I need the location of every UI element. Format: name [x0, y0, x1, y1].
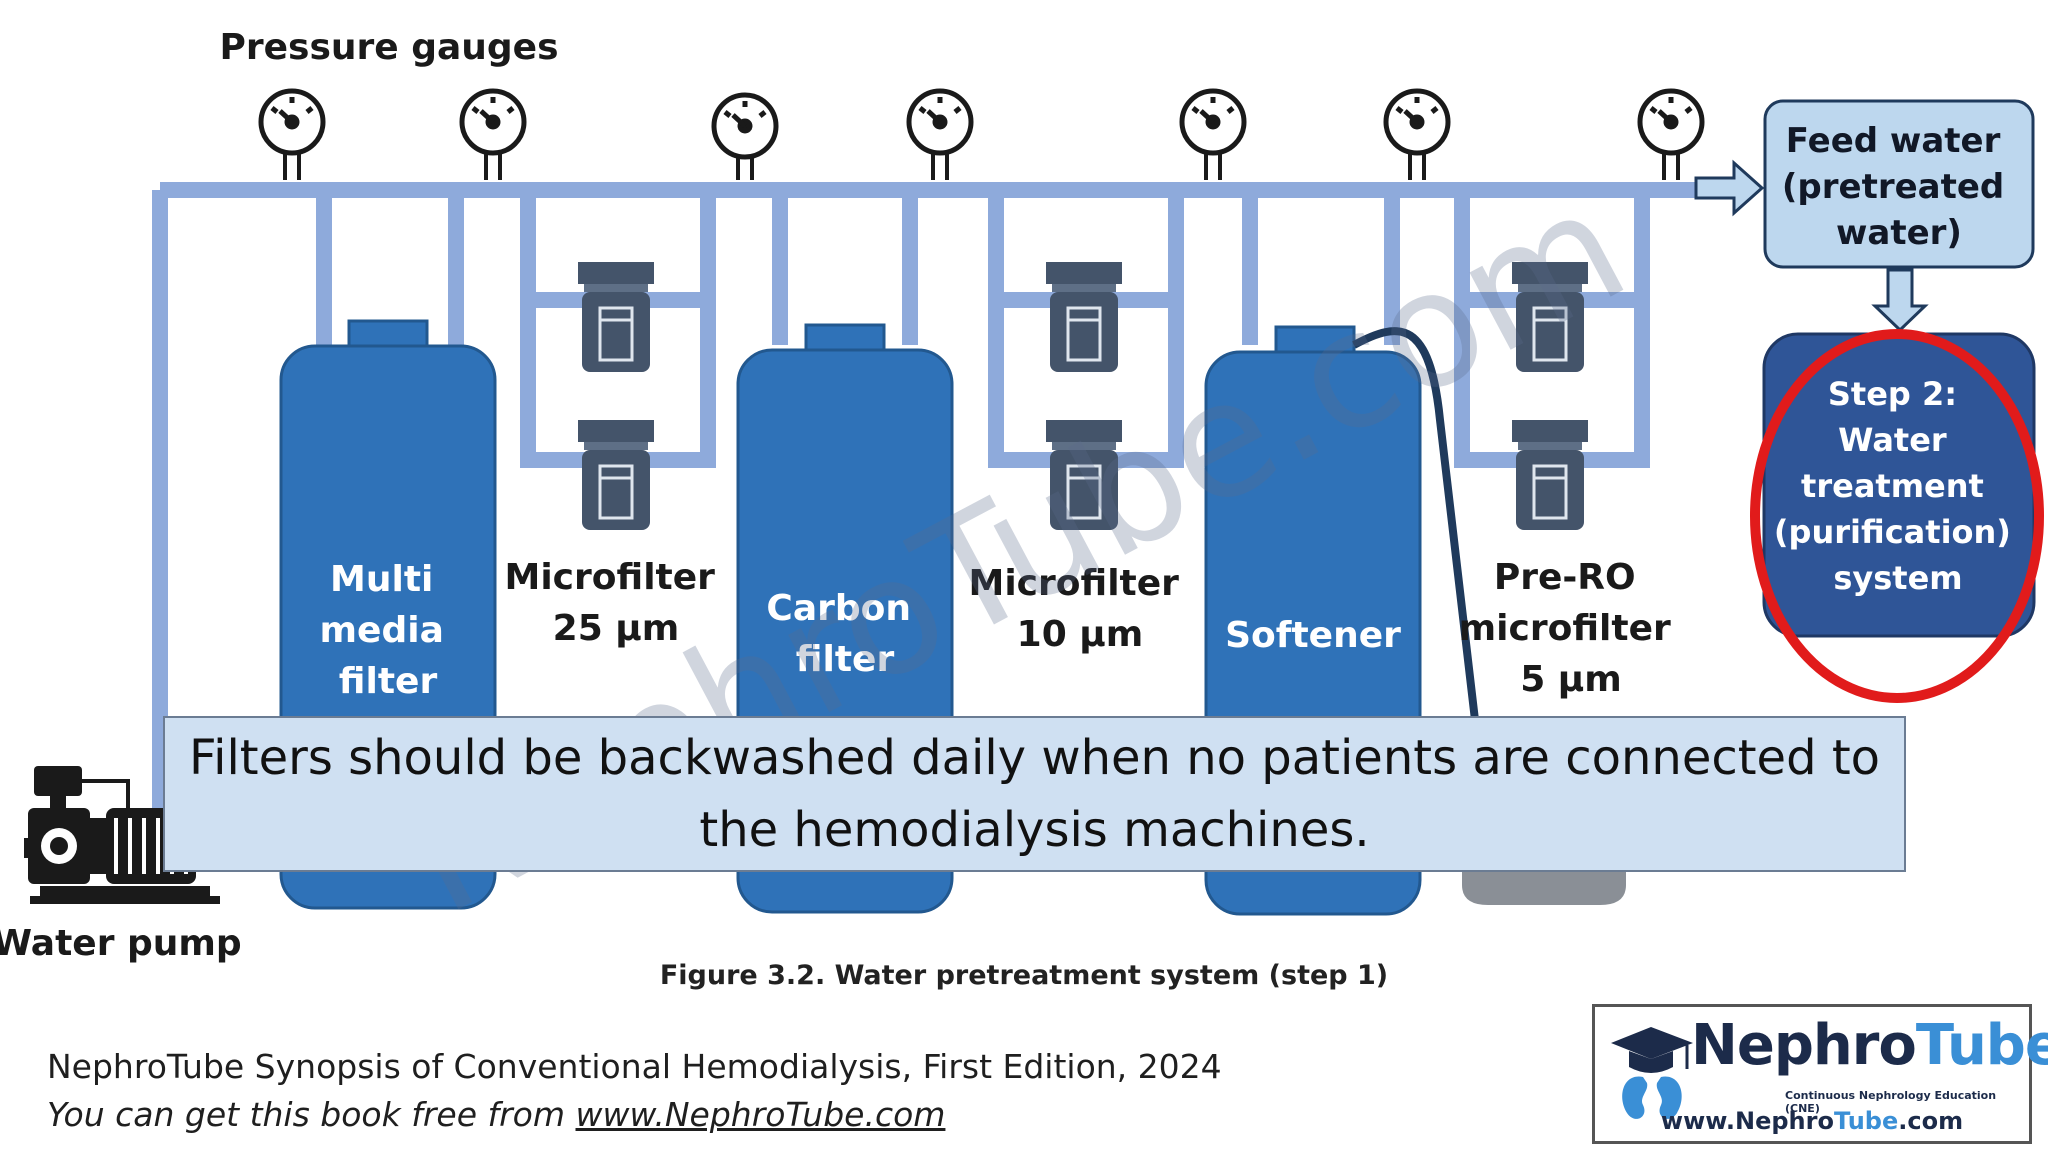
- pressure-gauges-label: Pressure gauges: [219, 27, 558, 68]
- graduation-cap-kidney-icon: [1611, 1027, 1693, 1119]
- gauge-icon: [1383, 88, 1451, 156]
- brine-tank: [1462, 870, 1626, 905]
- arrow-to-step2: [1871, 268, 1929, 333]
- carbon-filter-label: Carbon filter: [766, 588, 923, 680]
- backwash-caption: Filters should be backwashed daily when …: [163, 716, 1906, 872]
- cartridge-10-top: [1046, 262, 1122, 372]
- brine-line: [1352, 327, 1479, 721]
- logo-url: www.NephroTube.com: [1660, 1107, 1964, 1135]
- logo-tagline: Continuous Nephrology Education (CNE): [1785, 1089, 1997, 1115]
- footer-availability-text: You can get this book free from: [47, 1095, 576, 1134]
- pressure-gauges: [258, 88, 1705, 160]
- cartridge-5-top: [1512, 262, 1588, 372]
- nephrotube-logo: NephroTube Continuous Nephrology Educati…: [1592, 1004, 2048, 1144]
- footer-availability: You can get this book free from www.Neph…: [47, 1091, 1222, 1139]
- figure-caption: Figure 3.2. Water pretreatment system (s…: [659, 960, 1389, 991]
- gauge-icon: [258, 88, 326, 156]
- gauge-icon: [906, 88, 974, 156]
- cartridge-25-top: [578, 262, 654, 372]
- microfilter-25-label: Microfilter 25 µm: [505, 557, 728, 649]
- cartridge-25-bottom: [578, 420, 654, 530]
- gauge-icon: [1637, 88, 1705, 156]
- cartridges: [578, 262, 1588, 530]
- highlight-ellipse: [1750, 329, 2044, 703]
- cartridge-10-bottom: [1046, 420, 1122, 530]
- logo-brand: NephroTube: [1691, 1013, 2048, 1078]
- cartridge-5-bottom: [1512, 420, 1588, 530]
- feed-water-box: [1763, 99, 2035, 269]
- footer-citation: NephroTube Synopsis of Conventional Hemo…: [47, 1047, 1222, 1086]
- gauge-icon: [711, 92, 779, 160]
- arrow-to-feed-water: [1694, 159, 1765, 217]
- multimedia-filter-label: Multi media filter: [320, 559, 457, 702]
- gauge-icon: [459, 88, 527, 156]
- footer: NephroTube Synopsis of Conventional Hemo…: [47, 1043, 1222, 1139]
- gauge-icon: [1179, 88, 1247, 156]
- step2-label: Step 2: Water treatment (purification) s…: [1774, 375, 2022, 597]
- footer-link[interactable]: www.NephroTube.com: [575, 1095, 946, 1134]
- microfilter-10-label: Microfilter 10 µm: [969, 563, 1192, 655]
- pre-ro-label: Pre-RO microfilter 5 µm: [1459, 557, 1684, 700]
- feed-water-label: Feed water (pretreated water): [1782, 121, 2016, 253]
- water-pump-label: Water pump: [0, 923, 242, 964]
- softener-label: Softener: [1225, 615, 1401, 656]
